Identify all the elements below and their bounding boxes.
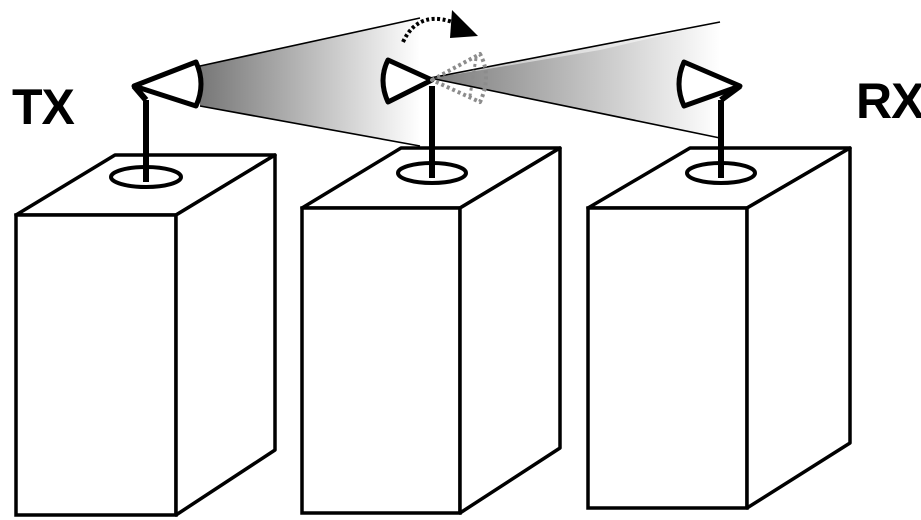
relay-rotated-horn-dashed [430,52,488,104]
rotation-arrow-icon [401,10,478,43]
tx-building [14,153,277,517]
tx-beam [199,17,421,147]
rx-label: RX [856,73,921,129]
relay-antenna [380,57,435,178]
rx-building [586,146,852,510]
relay-building [300,146,562,515]
tx-antenna [131,59,204,182]
tx-label: TX [12,79,75,135]
rx-antenna [676,59,743,178]
relay-beam [429,21,721,139]
